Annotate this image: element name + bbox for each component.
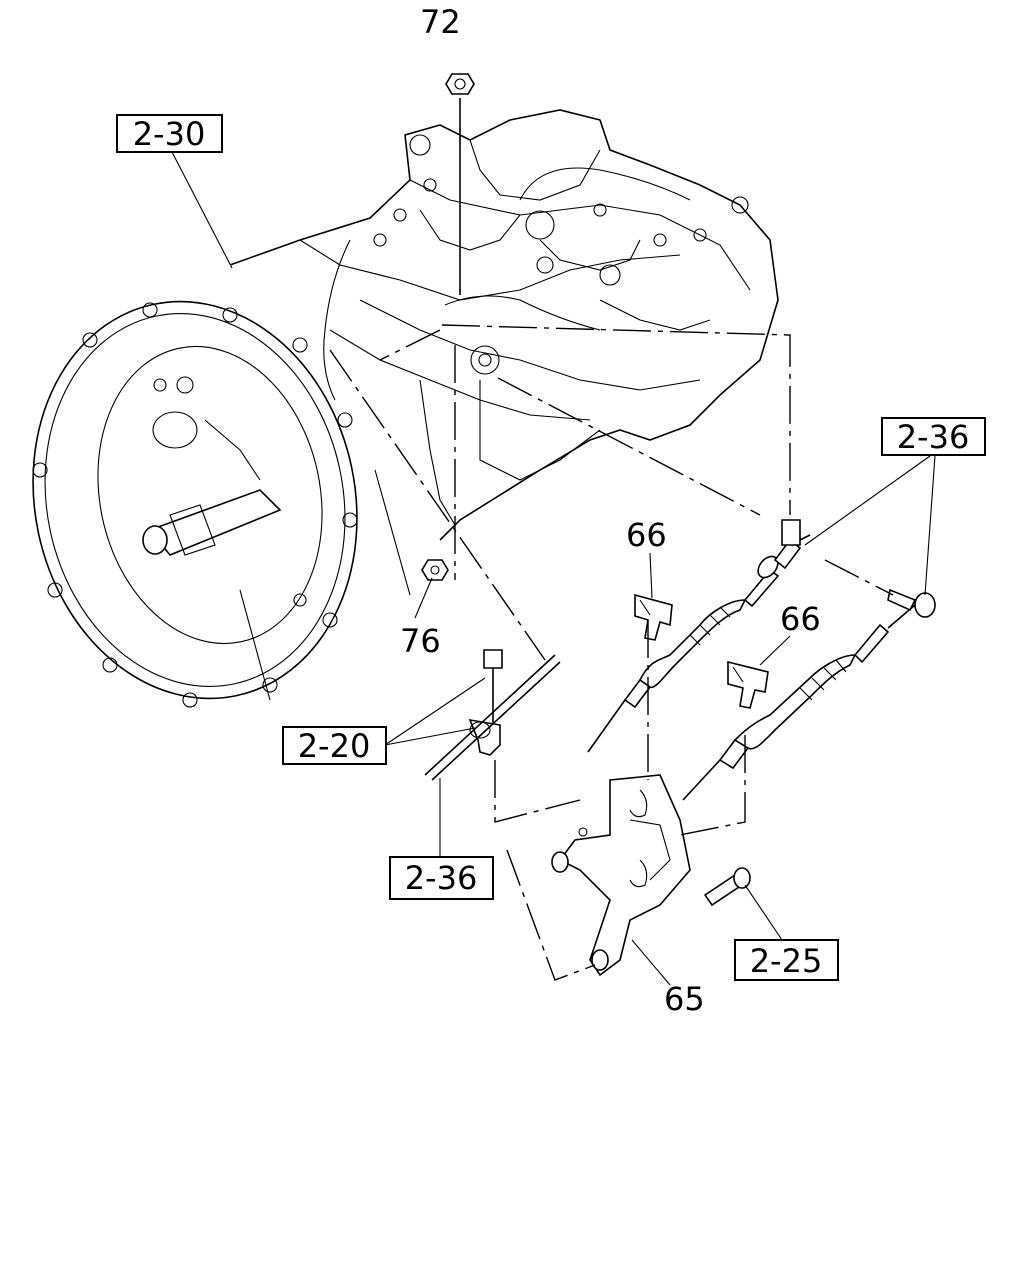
part-label-72: 72 (420, 3, 461, 41)
part-label-66-left: 66 (626, 516, 667, 554)
transmission-assembly (32, 109, 779, 708)
ref-box-2-36-bottom: 2-36 (389, 856, 494, 900)
leader-lines (171, 151, 936, 986)
part-76-nut (421, 559, 449, 581)
part-66-clip-right (727, 660, 769, 709)
ref-2-25-label: 2-25 (750, 942, 823, 980)
ref-box-2-20: 2-20 (282, 726, 387, 765)
ref-2-36-bottom-label: 2-36 (405, 859, 478, 897)
ref-box-2-36-top: 2-36 (881, 417, 986, 456)
bolt-2-25 (703, 867, 751, 907)
ref-box-2-25: 2-25 (734, 939, 839, 981)
ref-2-20-label: 2-20 (298, 727, 371, 765)
part-label-66-right: 66 (780, 600, 821, 638)
part-label-65: 65 (664, 980, 705, 1018)
shift-cable-upper (587, 519, 811, 753)
ref-2-30-label: 2-30 (133, 115, 206, 153)
shift-cable-lower (682, 588, 936, 801)
part-72-nut (445, 73, 475, 295)
assembly-dashed-lines (329, 324, 894, 981)
part-66-clip-left (634, 593, 673, 641)
ref-box-2-30: 2-30 (116, 114, 223, 153)
cable-support-bracket (424, 649, 561, 781)
part-label-76: 76 (400, 622, 441, 660)
part-65-bracket (551, 774, 691, 977)
ref-2-36-top-label: 2-36 (897, 418, 970, 456)
